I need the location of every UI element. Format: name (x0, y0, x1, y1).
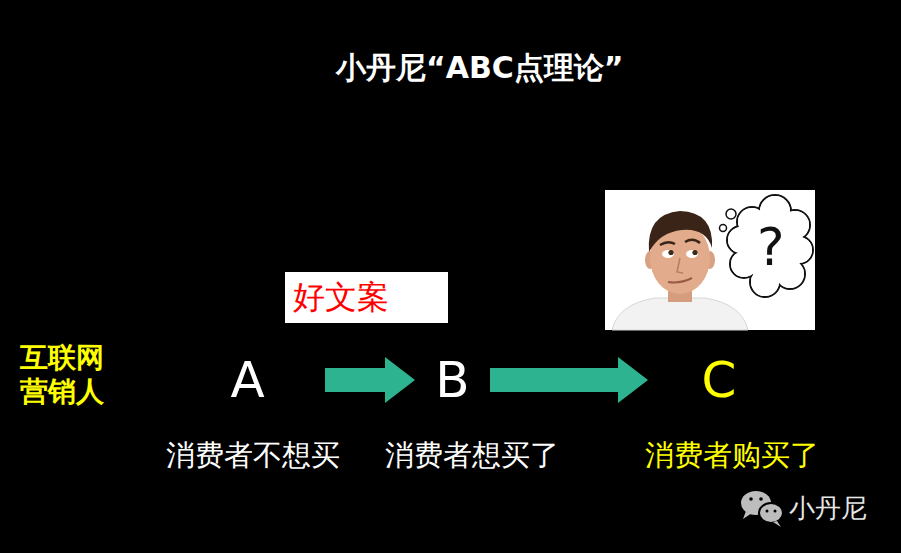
hair (649, 211, 712, 252)
stage-letter: A (230, 350, 264, 410)
eye (662, 250, 674, 258)
thought-cloud-fill (728, 196, 812, 296)
chat-bubble-tail (773, 521, 781, 527)
stage-letter: B (435, 350, 469, 410)
side-caption: 互联网 营销人 (20, 341, 120, 408)
photo-frame (605, 190, 815, 330)
label-box: 好文案 (285, 272, 448, 323)
thinking-man-photo (605, 190, 815, 330)
pupil (668, 250, 673, 255)
chat-bubble-tail (743, 511, 752, 519)
stage-letter: C (702, 350, 737, 410)
watermark: 小丹尼 (789, 493, 867, 524)
chat-eye (766, 510, 769, 513)
thought-dot (726, 209, 736, 219)
block-arrow (490, 357, 648, 403)
mouth (668, 278, 692, 283)
stage-caption: 消费者想买了 (385, 438, 559, 473)
slide-title: 小丹尼“ABC点理论” (336, 50, 624, 86)
thought-cloud-outline (727, 195, 813, 297)
nose (677, 258, 683, 273)
pupil (692, 250, 697, 255)
stage-node: A (170, 346, 325, 414)
question-mark: ? (757, 216, 785, 278)
chat-eye (774, 510, 777, 513)
stage-caption: 消费者购买了 (645, 438, 819, 473)
chat-eye (759, 497, 763, 501)
block-arrow (325, 357, 415, 403)
eyebrow (660, 242, 675, 245)
eye (686, 250, 698, 258)
edge-label: 好文案 (293, 278, 389, 316)
chat-eye (749, 497, 753, 501)
stage-node: C (648, 346, 790, 414)
eyebrow (685, 240, 700, 243)
wechat-icon (741, 491, 783, 527)
stage-caption: 消费者不想买 (166, 438, 340, 473)
shirt (612, 298, 748, 330)
stage-node: B (415, 346, 490, 414)
thought-dot (720, 225, 727, 232)
chat-bubble (759, 503, 783, 523)
